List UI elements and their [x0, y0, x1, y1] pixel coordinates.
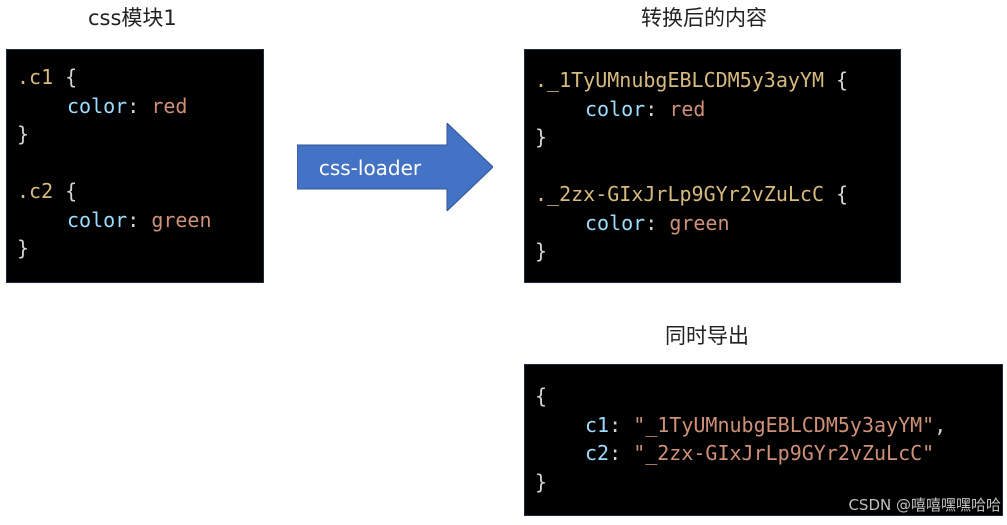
- brace-open: {: [65, 65, 78, 89]
- css-value: green: [151, 207, 212, 232]
- brace-open: {: [535, 384, 548, 408]
- code-line: }: [535, 468, 1002, 497]
- code-line: ._2zx-GIxJrLp9GYr2vZuLcC {: [535, 180, 900, 209]
- code-line: color: red: [535, 95, 900, 124]
- code-line: {: [535, 382, 1002, 411]
- css-selector: .c2: [17, 179, 54, 203]
- brace-open: {: [65, 179, 78, 203]
- colon: :: [645, 96, 658, 121]
- converted-css-code-block: ._1TyUMnubgEBLCDM5y3ayYM { color: red } …: [524, 49, 901, 283]
- export-key: c1: [585, 412, 610, 437]
- export-value: "_1TyUMnubgEBLCDM5y3ayYM": [633, 412, 935, 437]
- comma: ,: [934, 412, 947, 437]
- export-object-code-block: { c1: "_1TyUMnubgEBLCDM5y3ayYM", c2: "_2…: [524, 364, 1003, 516]
- colon: :: [127, 93, 140, 118]
- css-value: red: [151, 93, 188, 118]
- css-property: color: [585, 96, 646, 121]
- brace-close: }: [17, 236, 30, 260]
- colon: :: [645, 210, 658, 235]
- blank-line: [17, 149, 263, 178]
- export-caption: 同时导出: [665, 324, 749, 348]
- code-line: color: green: [17, 206, 263, 235]
- code-line: }: [17, 234, 263, 263]
- right-arrow-icon: [297, 123, 493, 211]
- converted-content-caption: 转换后的内容: [641, 6, 767, 30]
- code-line: .c2 {: [17, 177, 263, 206]
- css-value: red: [669, 96, 706, 121]
- watermark: CSDN @嘻嘻嘿嘿哈哈: [848, 496, 1001, 514]
- code-line: .c1 {: [17, 63, 263, 92]
- source-css-code-block: .c1 { color: red } .c2 { color: green }: [6, 49, 264, 283]
- code-line: color: green: [535, 209, 900, 238]
- code-line: c2: "_2zx-GIxJrLp9GYr2vZuLcC": [535, 439, 1002, 468]
- css-selector: .c1: [17, 65, 54, 89]
- code-line: }: [535, 123, 900, 152]
- code-line: ._1TyUMnubgEBLCDM5y3ayYM {: [535, 66, 900, 95]
- css-value: green: [669, 210, 730, 235]
- brace-close: }: [535, 239, 548, 263]
- export-value: "_2zx-GIxJrLp9GYr2vZuLcC": [633, 441, 935, 465]
- css-selector: ._2zx-GIxJrLp9GYr2vZuLcC: [535, 182, 824, 206]
- brace-open: {: [836, 68, 849, 92]
- brace-open: {: [836, 182, 849, 206]
- brace-close: }: [535, 469, 548, 494]
- code-line: }: [535, 237, 900, 266]
- code-line: color: red: [17, 92, 263, 121]
- css-property: color: [585, 210, 646, 235]
- blank-line: [535, 152, 900, 181]
- code-line: }: [17, 120, 263, 149]
- brace-close: }: [535, 125, 548, 149]
- code-line: c1: "_1TyUMnubgEBLCDM5y3ayYM",: [535, 411, 1002, 440]
- colon: :: [127, 207, 140, 232]
- arrow-shape: [297, 123, 493, 211]
- brace-close: }: [17, 122, 30, 146]
- colon: :: [609, 412, 622, 437]
- css-property: color: [67, 207, 128, 232]
- css-property: color: [67, 93, 128, 118]
- css-loader-label: css-loader: [318, 156, 422, 180]
- export-key: c2: [585, 441, 610, 465]
- colon: :: [609, 441, 622, 465]
- css-selector: ._1TyUMnubgEBLCDM5y3ayYM: [535, 68, 824, 92]
- source-module-caption: css模块1: [88, 6, 177, 30]
